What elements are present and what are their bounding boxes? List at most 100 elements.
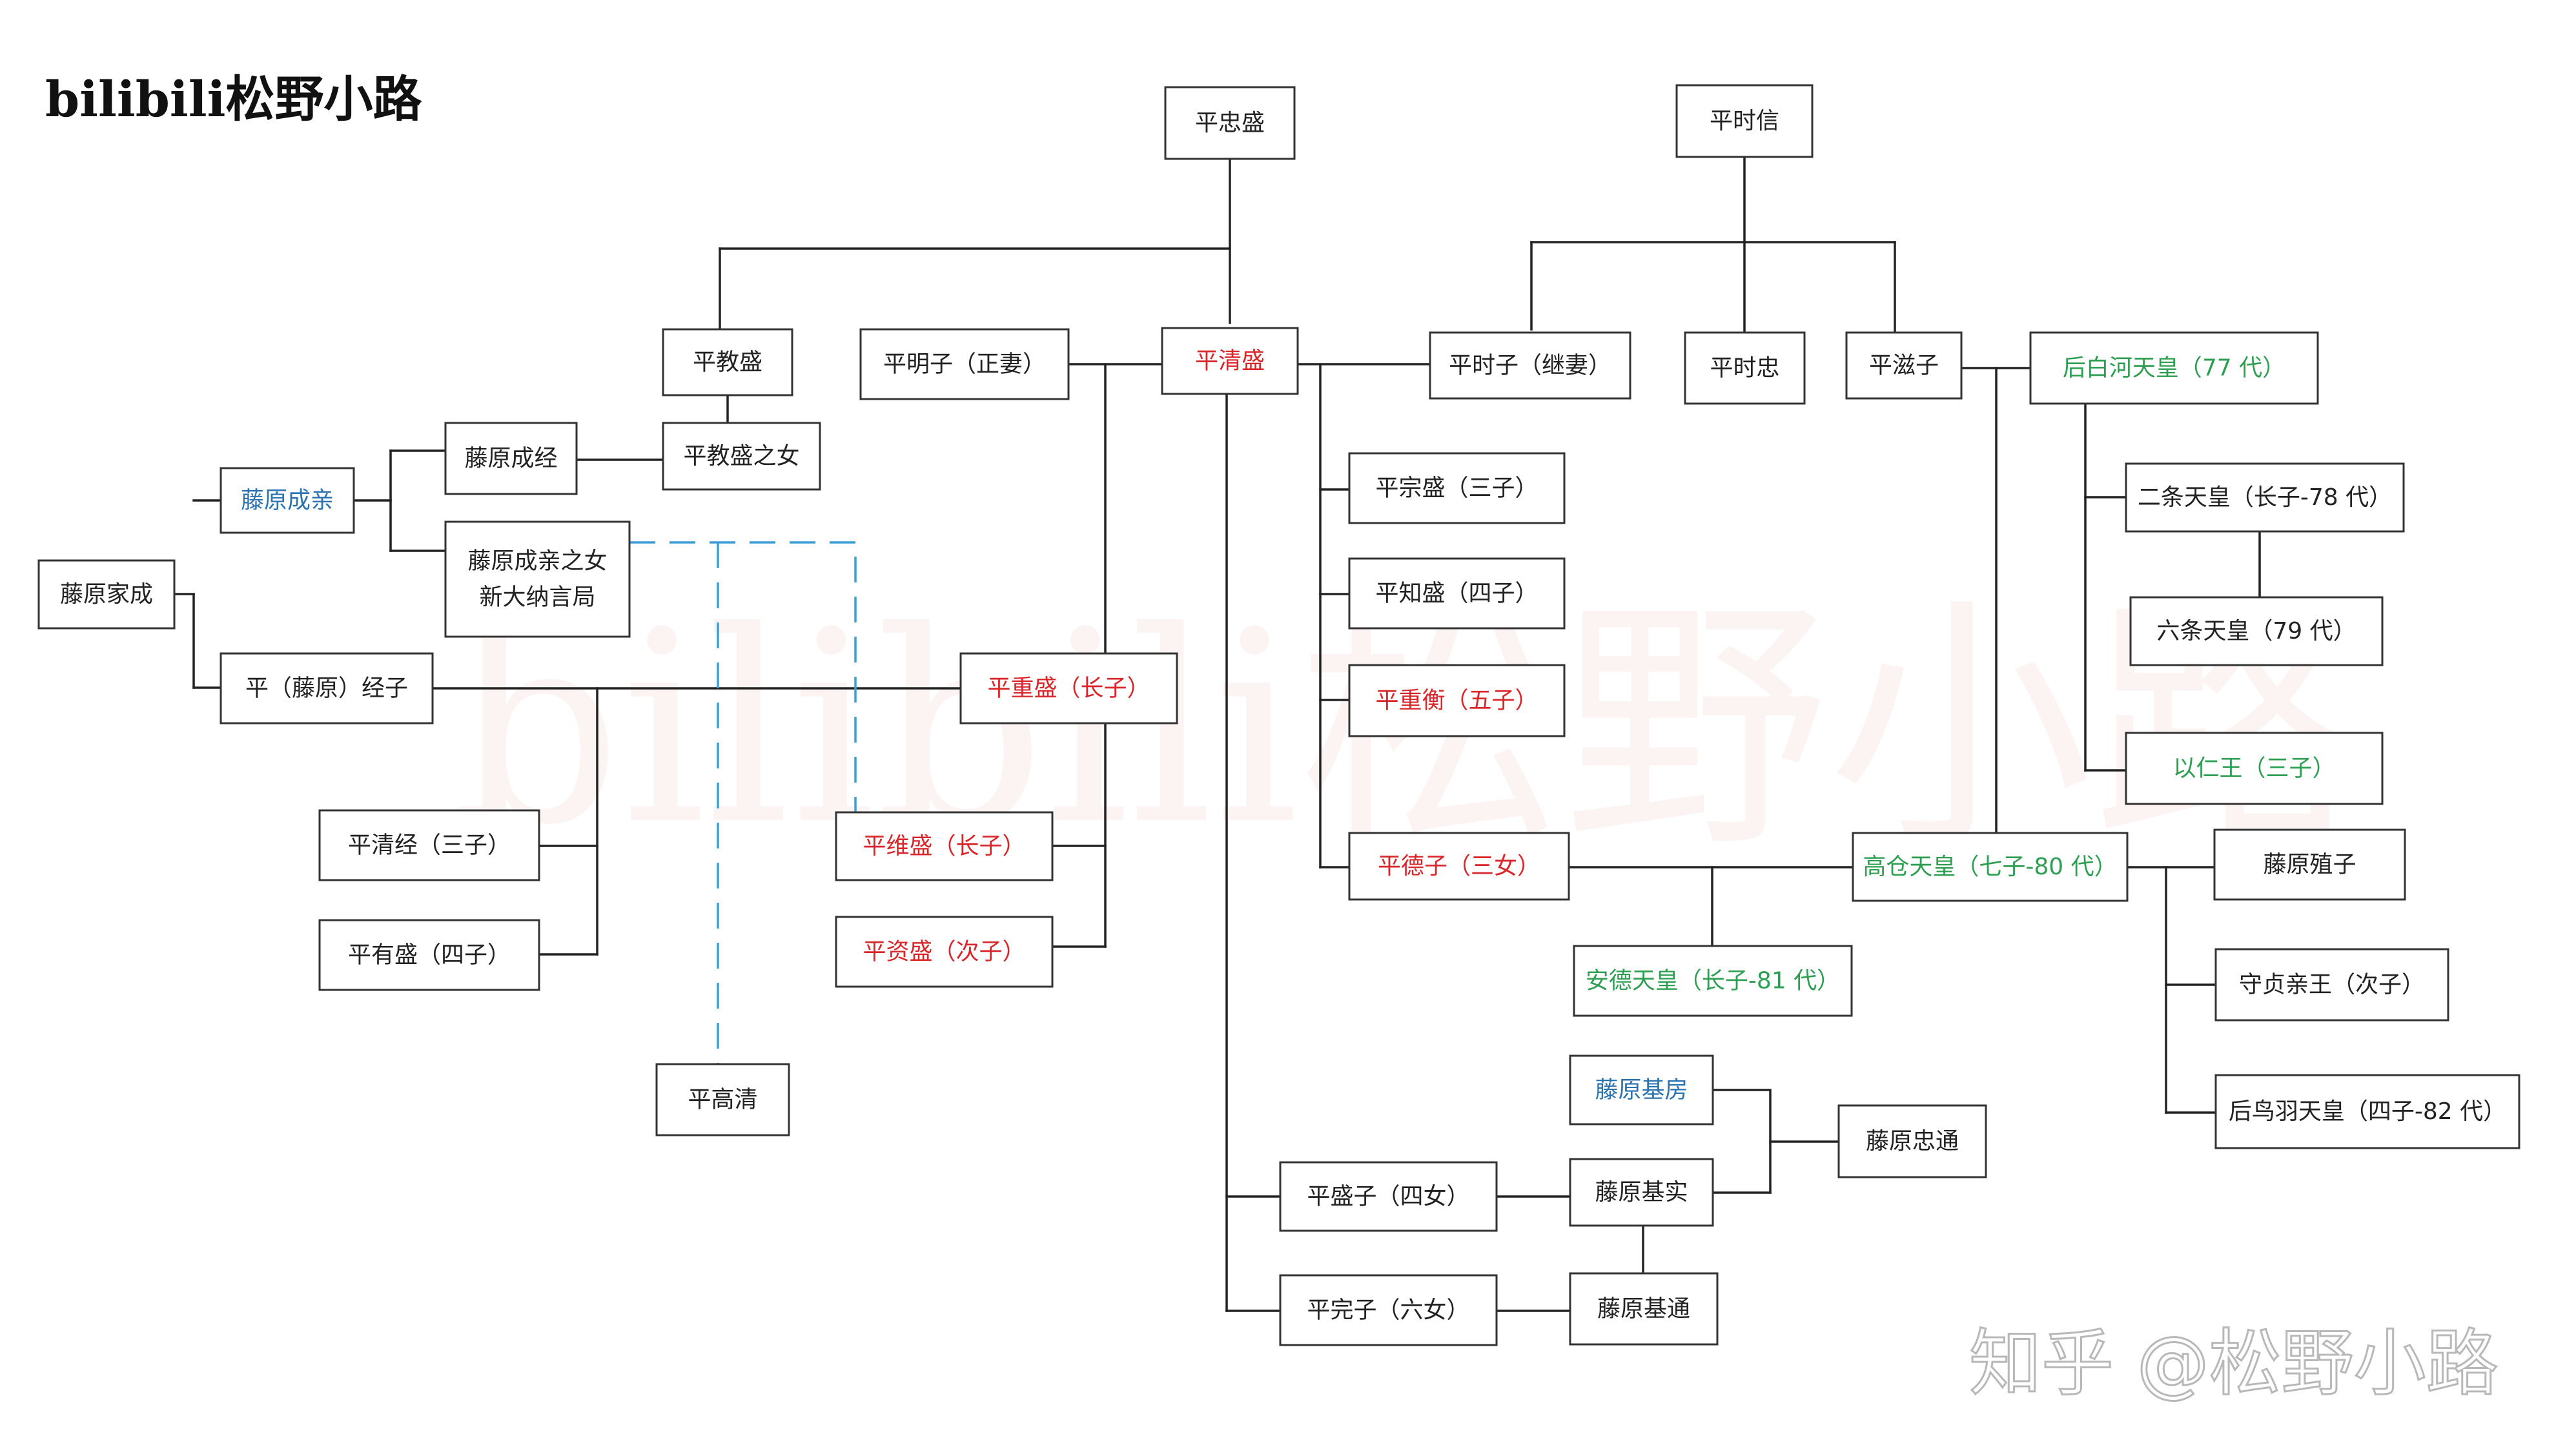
- node-label-goshirakawa: 后白河天皇（77 代）: [2063, 355, 2285, 382]
- node-shigemori: 平重盛（长子）: [959, 652, 1178, 724]
- node-motozane: 藤原基实: [1569, 1158, 1714, 1227]
- node-label-naritsune: 藤原成经: [464, 446, 557, 472]
- node-mochihito: 以仁王（三子）: [2125, 732, 2384, 805]
- node-label-shigehira: 平重衡（五子）: [1375, 688, 1538, 714]
- node-akiko: 平明子（正妻）: [859, 328, 1070, 400]
- node-sukemori: 平资盛（次子）: [835, 916, 1054, 988]
- node-box-norimori_d: [662, 422, 821, 491]
- node-tadamichi: 藤原忠通: [1837, 1104, 1987, 1178]
- node-label-shokushi: 藤原殖子: [2263, 852, 2356, 878]
- node-box-takakiyo: [655, 1063, 790, 1136]
- node-label-narichika_d-2: 新大纳言局: [479, 584, 595, 611]
- node-label-takakura: 高仓天皇（七子-80 代）: [1863, 854, 2117, 880]
- node-label-tokuko: 平德子（三女）: [1378, 853, 1540, 879]
- node-box-shokushi: [2213, 828, 2406, 901]
- node-box-tomomori: [1348, 557, 1566, 630]
- node-box-shigehira: [1348, 664, 1566, 737]
- node-box-goshirakawa: [2029, 331, 2319, 405]
- dashed-narichika-d-koremori: [629, 541, 857, 812]
- node-label-motofusa: 藤原基房: [1595, 1077, 1688, 1104]
- node-tadamori: 平忠盛: [1164, 86, 1296, 160]
- node-box-naritsune: [444, 422, 578, 495]
- node-kiyotsune: 平清经（三子）: [318, 809, 540, 881]
- node-box-gotoba: [2214, 1074, 2520, 1149]
- node-label-rokujo: 六条天皇（79 代）: [2156, 618, 2356, 644]
- node-kiyomori: 平清盛: [1161, 327, 1299, 395]
- node-box-narichika_d: [444, 520, 631, 638]
- node-rokujo: 六条天皇（79 代）: [2129, 596, 2384, 666]
- node-label-morisada: 守贞亲王（次子）: [2239, 972, 2425, 998]
- node-takakiyo: 平高清: [655, 1063, 790, 1136]
- node-box-sukemori: [835, 916, 1054, 988]
- node-label-motozane: 藤原基实: [1595, 1179, 1688, 1206]
- node-label-sukemori: 平资盛（次子）: [863, 939, 1025, 965]
- line-motofusa: [1712, 1089, 1772, 1194]
- node-narichika: 藤原成亲: [220, 467, 355, 534]
- node-label-tadamori: 平忠盛: [1195, 110, 1265, 136]
- title-text: bilibili松野小路: [45, 70, 423, 128]
- node-label-kiyotsune: 平清经（三子）: [348, 832, 511, 859]
- node-label-tadamichi: 藤原忠通: [1866, 1128, 1959, 1155]
- node-label-narichika: 藤原成亲: [241, 488, 334, 514]
- node-tsuneko: 平（藤原）经子: [220, 652, 434, 724]
- node-label-kiyomori: 平清盛: [1195, 348, 1265, 375]
- connector-lines: [173, 156, 2261, 1312]
- node-label-mochihito: 以仁王（三子）: [2172, 755, 2335, 782]
- node-moriko: 平盛子（四女）: [1279, 1161, 1498, 1232]
- node-shokushi: 藤原殖子: [2213, 828, 2406, 901]
- node-box-koremori: [835, 811, 1054, 881]
- node-munemori: 平宗盛（三子）: [1348, 452, 1566, 524]
- node-box-moriko: [1279, 1161, 1498, 1232]
- node-box-rokujo: [2129, 596, 2384, 666]
- node-label-shigemori: 平重盛（长子）: [987, 675, 1150, 702]
- watermark-corner: 知乎 @松野小路: [1969, 1322, 2499, 1406]
- node-box-mochihito: [2125, 732, 2384, 805]
- node-morisada: 守贞亲王（次子）: [2214, 948, 2449, 1022]
- node-box-kiyotsune: [318, 809, 540, 881]
- node-gotoba: 后鸟羽天皇（四子-82 代）: [2214, 1074, 2520, 1149]
- node-label-takakiyo: 平高清: [688, 1087, 757, 1113]
- dashed-connector-lines: [629, 541, 857, 1064]
- node-label-shigeko: 平滋子: [1869, 353, 1939, 379]
- node-arimori: 平有盛（四子）: [318, 919, 540, 991]
- node-box-akiko: [859, 328, 1070, 400]
- node-label-ienari: 藤原家成: [60, 581, 153, 608]
- node-label-norimori_d: 平教盛之女: [683, 443, 799, 469]
- node-box-kiyomori: [1161, 327, 1299, 395]
- node-label-tokiko: 平时子（继妻）: [1449, 353, 1611, 379]
- node-motofusa: 藤原基房: [1569, 1054, 1714, 1125]
- node-box-arimori: [318, 919, 540, 991]
- node-tokinobu: 平时信: [1675, 84, 1814, 158]
- node-box-motomichi: [1569, 1272, 1719, 1346]
- node-box-tsuneko: [220, 652, 434, 724]
- node-label-motomichi: 藤原基通: [1597, 1296, 1690, 1322]
- node-goshirakawa: 后白河天皇（77 代）: [2029, 331, 2319, 405]
- node-label-gotoba: 后鸟羽天皇（四子-82 代）: [2229, 1098, 2506, 1125]
- node-box-shigeko: [1845, 331, 1963, 400]
- node-kanshi: 平完子（六女）: [1279, 1274, 1498, 1346]
- node-label-tsuneko: 平（藤原）经子: [245, 675, 408, 702]
- node-tokitada: 平时忠: [1684, 331, 1806, 405]
- node-nijo: 二条天皇（长子-78 代）: [2125, 462, 2405, 533]
- node-naritsune: 藤原成经: [444, 422, 578, 495]
- node-antoku: 安德天皇（长子-81 代）: [1573, 945, 1853, 1017]
- node-label-tokinobu: 平时信: [1710, 108, 1779, 134]
- node-shigehira: 平重衡（五子）: [1348, 664, 1566, 737]
- node-box-tokitada: [1684, 331, 1806, 405]
- node-tokiko: 平时子（继妻）: [1429, 331, 1631, 400]
- node-label-norimori: 平教盛: [693, 349, 762, 376]
- node-takakura: 高仓天皇（七子-80 代）: [1852, 832, 2129, 902]
- node-label-tokitada: 平时忠: [1710, 355, 1779, 382]
- node-tomomori: 平知盛（四子）: [1348, 557, 1566, 630]
- node-box-munemori: [1348, 452, 1566, 524]
- node-label-narichika_d: 藤原成亲之女: [467, 548, 607, 575]
- node-norimori_d: 平教盛之女: [662, 422, 821, 491]
- node-box-takakura: [1852, 832, 2129, 902]
- node-box-morisada: [2214, 948, 2449, 1022]
- node-box-shigemori: [959, 652, 1178, 724]
- node-box-motozane: [1569, 1158, 1714, 1227]
- node-koremori: 平维盛（长子）: [835, 811, 1054, 881]
- node-ienari: 藤原家成: [37, 559, 176, 630]
